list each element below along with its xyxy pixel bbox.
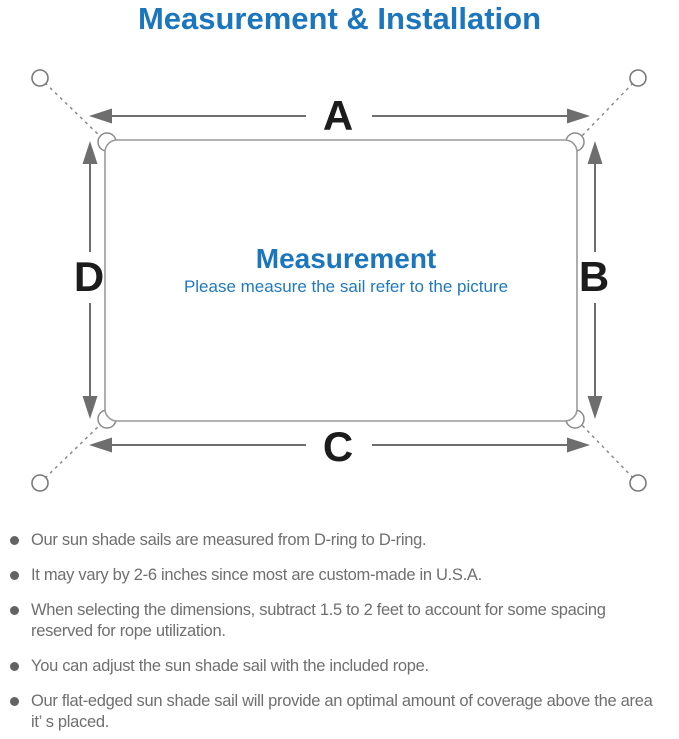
note-item: It may vary by 2-6 inches since most are… — [9, 565, 665, 586]
rope-dash-bottom-right — [577, 420, 639, 484]
note-text: Our sun shade sails are measured from D-… — [31, 531, 427, 549]
diagram-heading: Measurement — [255, 243, 437, 274]
dimension-arrow-d — [82, 141, 98, 419]
note-item: Our sun shade sails are measured from D-… — [9, 530, 665, 551]
note-text: When selecting the dimensions, subtract … — [31, 601, 606, 640]
arrowhead-left-icon — [89, 437, 112, 453]
arrowhead-right-icon — [567, 108, 590, 124]
note-item: Our flat-edged sun shade sail will provi… — [9, 691, 665, 733]
mount-ring-icon-top-right — [629, 69, 647, 87]
notes-list: Our sun shade sails are measured from D-… — [9, 530, 665, 739]
dimension-arrow-b — [587, 141, 603, 419]
arrowhead-down-icon — [587, 396, 603, 419]
shade-sail-outline — [104, 139, 578, 422]
d-ring-icons — [97, 132, 585, 429]
dimension-label-d: D — [73, 253, 105, 300]
dimension-label-a: A — [322, 92, 354, 139]
page-title: Measurement & Installation — [137, 1, 542, 36]
mount-ring-icon-bottom-left — [31, 474, 49, 492]
rope-dash-top-right — [577, 77, 639, 141]
bullet-icon — [10, 697, 19, 706]
bullet-icon — [10, 662, 19, 671]
bullet-icon — [10, 571, 19, 580]
note-text: You can adjust the sun shade sail with t… — [31, 657, 429, 675]
bullet-icon — [10, 606, 19, 615]
rope-dash-bottom-left — [39, 420, 105, 484]
arrowhead-left-icon — [89, 108, 112, 124]
rope-dash-top-left — [39, 77, 105, 141]
bullet-icon — [10, 536, 19, 545]
sail-measurement-diagram: A B C D Measurement Please measure the s… — [31, 69, 647, 492]
dimension-label-c: C — [322, 423, 354, 470]
mount-ring-icon-bottom-right — [629, 474, 647, 492]
mount-ring-icons — [31, 69, 647, 492]
mount-ring-icon-top-left — [31, 69, 49, 87]
note-text: It may vary by 2-6 inches since most are… — [31, 566, 482, 584]
dimension-arrow-a — [89, 108, 590, 124]
arrowhead-up-icon — [82, 141, 98, 164]
dimension-arrow-c — [89, 437, 590, 453]
arrowhead-up-icon — [587, 141, 603, 164]
arrowhead-right-icon — [567, 437, 590, 453]
corner-rope-dash-lines — [39, 77, 639, 484]
note-text: Our flat-edged sun shade sail will provi… — [31, 692, 653, 731]
dimension-label-b: B — [578, 253, 610, 300]
sail-diagram-graphic — [31, 69, 647, 492]
note-item: When selecting the dimensions, subtract … — [9, 600, 665, 642]
arrowhead-down-icon — [82, 396, 98, 419]
diagram-subheading: Please measure the sail refer to the pic… — [183, 277, 509, 296]
note-item: You can adjust the sun shade sail with t… — [9, 656, 665, 677]
